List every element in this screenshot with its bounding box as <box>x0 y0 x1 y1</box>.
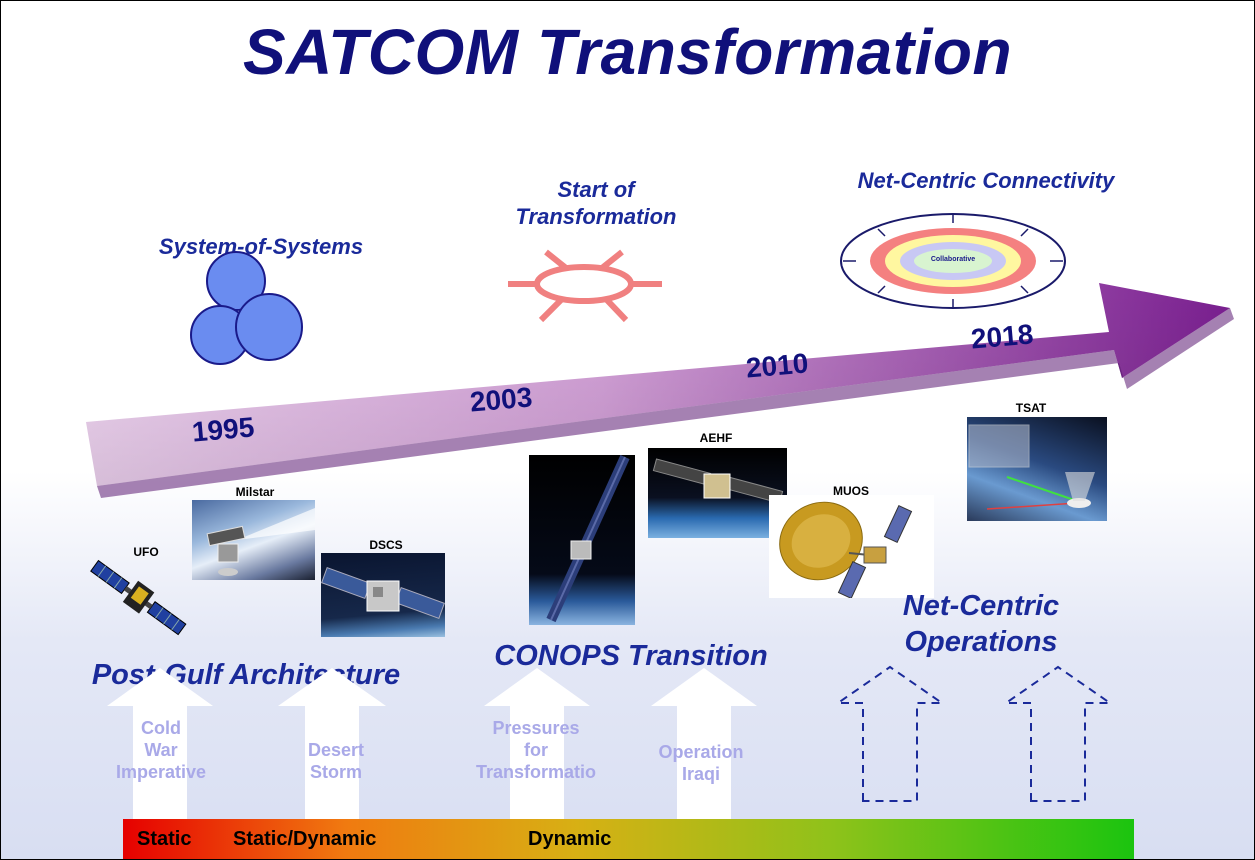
connectivity-rings-icon <box>840 213 1066 309</box>
sun-icon <box>508 249 662 323</box>
cold-war-arrow <box>107 668 213 819</box>
bar-static-label: Static <box>137 828 192 850</box>
muos-satellite-image <box>769 495 934 598</box>
pressures-arrow <box>484 668 590 819</box>
milstar-satellite-image <box>192 500 315 580</box>
static-dynamic-bar: Static Static/Dynamic Dynamic <box>123 819 1134 859</box>
desert-storm-label: Desert Storm <box>307 740 365 782</box>
future-arrow-2 <box>1002 665 1114 802</box>
aehf-satellite-image <box>648 448 787 538</box>
future-arrow-1 <box>834 665 946 802</box>
collaborative-label: Collaborative <box>930 256 976 263</box>
bar-static-dynamic-label: Static/Dynamic <box>233 828 377 850</box>
desert-storm-arrow <box>278 668 386 819</box>
operation-iraqi-arrow <box>651 668 757 819</box>
system-of-systems-circles-icon <box>190 251 303 365</box>
dscs-label: DSCS <box>369 538 403 552</box>
dscs-satellite-image <box>321 553 445 637</box>
net-centric-connectivity-label: Net-Centric Connectivity <box>857 168 1115 193</box>
operation-iraqi-label: Operation Iraqi <box>658 742 744 784</box>
start-of-transformation-label: Start of Transformation <box>515 177 677 229</box>
muos-label: MUOS <box>833 484 869 498</box>
ufo-satellite-icon <box>90 559 187 636</box>
arrow-underside <box>97 308 1234 498</box>
tsat-satellite-image <box>967 417 1107 521</box>
bar-dynamic-label: Dynamic <box>528 828 612 850</box>
milstar-label: Milstar <box>235 485 275 499</box>
tsat-label: TSAT <box>1015 401 1047 415</box>
aehf-label: AEHF <box>699 431 733 445</box>
pressures-for-transformation-label: Pressures for Transformatio <box>475 718 597 782</box>
cold-war-imperative-label: Cold War Imperative <box>115 718 207 782</box>
ufo-label: UFO <box>133 545 159 559</box>
system-of-systems-label: System-of-Systems <box>158 234 364 259</box>
conops-transition-label: CONOPS Transition <box>494 640 768 672</box>
net-centric-operations-label: Net-Centric Operations <box>902 590 1060 658</box>
wgs-satellite-image <box>529 455 635 625</box>
slide-title: SATCOM Transformation <box>242 16 1013 88</box>
